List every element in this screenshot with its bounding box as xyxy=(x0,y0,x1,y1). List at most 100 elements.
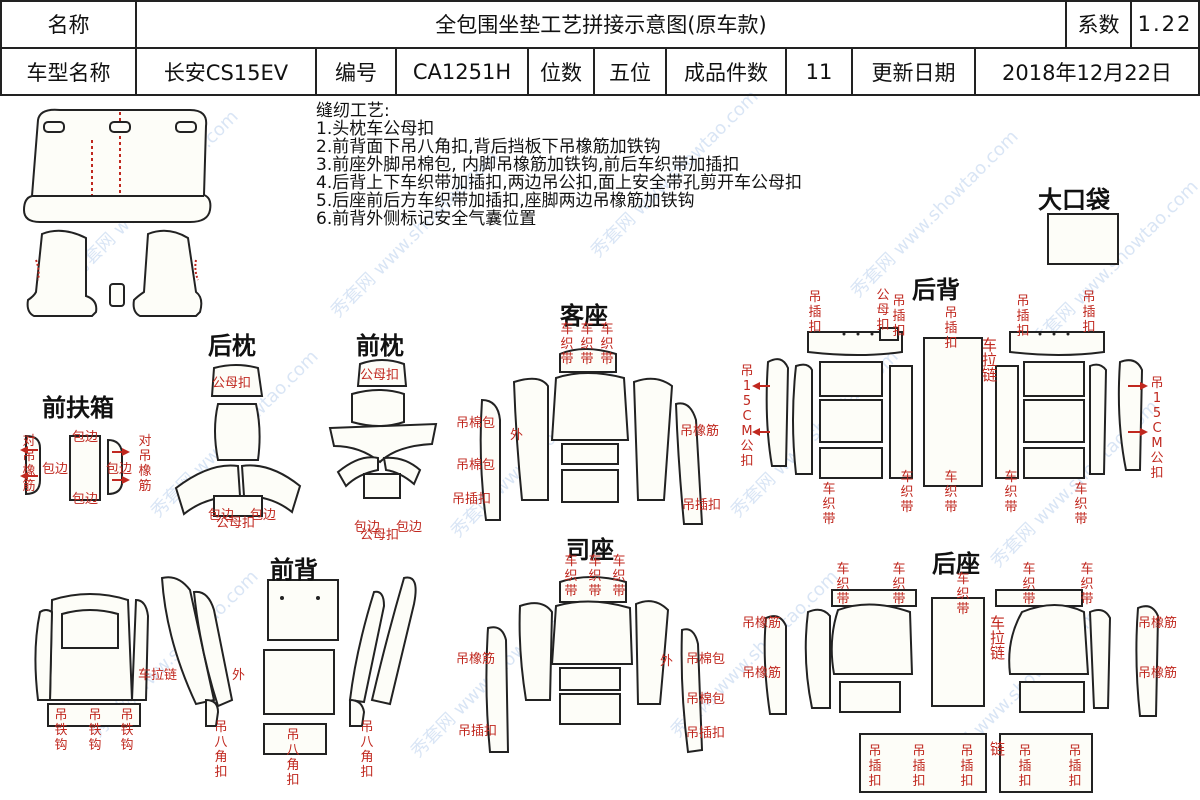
driver-seat-pieces xyxy=(485,576,704,754)
hang-15cm-label: 吊15CM公扣 xyxy=(1150,376,1164,481)
octagon-buckle-label: 吊八角扣 xyxy=(286,728,300,788)
buckle-label: 公母扣 xyxy=(216,516,256,531)
webbing-label: 车织带 xyxy=(944,470,958,515)
webbing-label: 车织带 xyxy=(1074,482,1088,527)
code-value: CA1251H xyxy=(397,48,529,96)
model-value: 长安CS15EV xyxy=(137,48,317,96)
coef-value: 1.22 xyxy=(1137,12,1193,36)
hang-buckle-label: 吊插扣 xyxy=(1082,290,1096,335)
rear-seat-title: 后座 xyxy=(932,550,980,578)
webbing-label: 车织带 xyxy=(612,554,626,599)
code-label: 编号 xyxy=(317,48,397,96)
passenger-seat-pieces xyxy=(479,348,704,525)
pair-elastic-label: 对吊橡筋 xyxy=(138,434,152,494)
octagon-buckle-label: 吊八角扣 xyxy=(360,720,374,780)
webbing-label: 车织带 xyxy=(956,572,970,617)
note-item: 2.前背面下吊八角扣,背后挡板下吊橡筋加铁钩 xyxy=(316,137,661,157)
big-pocket-piece xyxy=(1047,213,1119,265)
hang-elastic-label: 吊橡筋 xyxy=(456,652,496,667)
rear-back-pieces xyxy=(765,327,1144,487)
seats-label: 位数 xyxy=(529,48,595,96)
note-item: 4.后背上下车织带加插扣,两边吊公扣,面上安全带孔剪开车公母扣 xyxy=(316,173,803,193)
webbing-label: 车织带 xyxy=(836,562,850,607)
front-seats-thumbnail xyxy=(26,229,203,317)
outer-label: 外 xyxy=(232,668,246,683)
hang-elastic-label: 吊橡筋 xyxy=(1138,616,1178,631)
front-headrest-pieces xyxy=(328,359,438,499)
car-pull-label: 车拉链 xyxy=(138,668,178,683)
buckle-dots xyxy=(280,332,1070,600)
hang-15cm-label: 吊15CM公扣 xyxy=(740,364,754,469)
hang-cotton-label: 吊棉包 xyxy=(686,652,726,667)
octagon-buckle-label: 吊八角扣 xyxy=(214,720,228,780)
rear-bench-thumbnail xyxy=(22,108,212,223)
hang-buckle-label: 吊插扣 xyxy=(1018,744,1032,789)
seats-value: 五位 xyxy=(595,48,667,96)
hang-buckle-label: 吊插扣 xyxy=(458,724,498,739)
rear-headrest-pieces xyxy=(174,364,302,517)
driver-title: 司座 xyxy=(566,536,614,564)
hang-elastic-label: 吊橡筋 xyxy=(742,616,782,631)
webbing-label: 车织带 xyxy=(892,562,906,607)
edge-wrap-label: 包边 xyxy=(250,508,277,523)
edge-wrap-label: 包边 xyxy=(106,462,133,477)
diagram-title: 全包围坐垫工艺拼接示意图(原车款) xyxy=(137,0,1067,48)
webbing-label: 车织带 xyxy=(900,470,914,515)
date-value: 2018年12月22日 xyxy=(1002,61,1172,85)
rear-seat-pieces xyxy=(763,589,1160,793)
edge-wrap-label: 包边 xyxy=(208,508,235,523)
hang-cotton-label: 吊棉包 xyxy=(456,416,496,431)
hang-buckle-label: 吊插扣 xyxy=(892,294,906,339)
front-back-title: 前背 xyxy=(270,556,318,584)
webbing-label: 车织带 xyxy=(564,554,578,599)
webbing-label: 车织带 xyxy=(588,554,602,599)
hang-buckle-label: 吊插扣 xyxy=(686,726,726,741)
front-headrest-title: 前枕 xyxy=(356,332,404,360)
edge-wrap-label: 包边 xyxy=(72,492,99,507)
hang-buckle-label: 吊插扣 xyxy=(868,744,882,789)
arrow-markers xyxy=(20,382,1148,484)
edge-wrap-label: 包边 xyxy=(72,430,99,445)
note-item: 6.前背外侧标记安全气囊位置 xyxy=(316,209,537,229)
hang-elastic-label: 吊橡筋 xyxy=(1138,666,1178,681)
car-pull-label: 车拉链 xyxy=(990,616,1005,661)
passenger-title: 客座 xyxy=(560,302,608,330)
notes-heading: 缝纫工艺: xyxy=(316,101,390,121)
buckle-label: 公母扣 xyxy=(360,368,400,383)
pair-elastic-label: 对吊橡筋 xyxy=(22,434,36,494)
zipper-label: 链 xyxy=(990,740,1006,758)
model-label: 车型名称 xyxy=(2,48,137,96)
buckle-label: 公母扣 xyxy=(212,376,252,391)
edge-wrap-label: 包边 xyxy=(354,520,381,535)
buckle-label: 公母扣 xyxy=(360,528,400,543)
note-item: 3.前座外脚吊棉包, 内脚吊橡筋加铁钩,前后车织带加插扣 xyxy=(316,155,740,175)
coef-label: 系数 xyxy=(1067,0,1132,48)
spec-header-table: 名称 全包围坐垫工艺拼接示意图(原车款) 系数 1.22 车型名称 长安CS15… xyxy=(0,0,1200,96)
hang-buckle-label: 吊插扣 xyxy=(960,744,974,789)
hang-elastic-label: 吊橡筋 xyxy=(680,424,720,439)
webbing-label: 车织带 xyxy=(580,322,594,367)
buckle-label: 公母扣 xyxy=(876,288,890,333)
note-item: 1.头枕车公母扣 xyxy=(316,119,435,139)
edge-wrap-label: 包边 xyxy=(42,462,69,477)
iron-hook-label: 吊铁钩 xyxy=(88,708,102,753)
rear-back-title: 后背 xyxy=(912,276,960,304)
car-pull-label: 车拉链 xyxy=(982,336,998,384)
pieces-value: 11 xyxy=(787,48,853,96)
date-label: 更新日期 xyxy=(853,48,976,96)
hang-cotton-label: 吊棉包 xyxy=(456,458,496,473)
car-pull-text: 车拉链 xyxy=(982,336,998,384)
webbing-label: 车织带 xyxy=(822,482,836,527)
hang-buckle-label: 吊插扣 xyxy=(682,498,722,513)
hang-buckle-label: 吊插扣 xyxy=(452,492,492,507)
hang-elastic-label: 吊橡筋 xyxy=(742,666,782,681)
edge-wrap-label: 包边 xyxy=(396,520,423,535)
hang-buckle-label: 吊插扣 xyxy=(808,290,822,335)
iron-hook-label: 吊铁钩 xyxy=(120,708,134,753)
hang-buckle-label: 吊插扣 xyxy=(1068,744,1082,789)
big-pocket-title: 大口袋 xyxy=(1038,186,1110,214)
hang-cotton-label: 吊棉包 xyxy=(686,692,726,707)
note-item: 5.后座前后方车织带加插扣,座脚两边吊橡筋加铁钩 xyxy=(316,191,695,211)
name-label: 名称 xyxy=(2,0,137,48)
